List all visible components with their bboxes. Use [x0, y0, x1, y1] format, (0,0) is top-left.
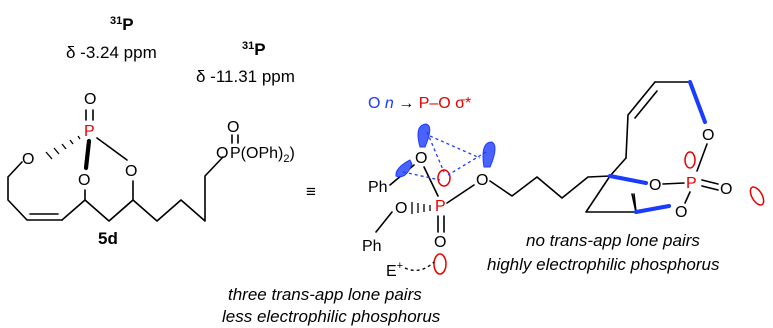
nucleus-mass: 31 — [242, 40, 254, 52]
atom-oxygen: O — [415, 150, 427, 167]
chemical-shift-left: δ -3.24 ppm — [66, 43, 157, 62]
lone-pair-lobe — [417, 123, 431, 148]
atom-oxygen: O — [675, 204, 687, 221]
atom-oxygen: O — [476, 172, 488, 189]
phosphate-group: P(OPh)2) — [230, 145, 295, 165]
compound-label: 5d — [98, 229, 118, 248]
bicyclic-structure: O O O P O — [585, 80, 765, 221]
atom-phosphorus: P — [84, 123, 95, 140]
atom-oxygen: O — [216, 145, 228, 162]
atom-oxygen: O — [78, 172, 90, 189]
atom-oxygen: O — [649, 177, 661, 194]
caption-left-line2: less electrophilic phosphorus — [222, 307, 441, 326]
atom-oxygen: O — [84, 91, 96, 108]
trans-app-structure: O n → P–O σ* P O E+ O Ph O — [362, 95, 611, 280]
atom-phosphorus: P — [686, 175, 697, 192]
lone-pair-lobe — [482, 141, 496, 168]
chemical-shift-right: δ -11.31 ppm — [196, 67, 295, 86]
atom-oxygen: O — [125, 163, 137, 180]
lone-pair-lobe — [395, 159, 413, 178]
hashed-bond — [411, 202, 431, 214]
lone-pair-lobe — [749, 186, 765, 206]
svg-text:31P: 31P — [242, 40, 266, 59]
nmr-label-right: 31P δ -11.31 ppm — [196, 40, 295, 86]
nucleus-symbol: P — [254, 40, 265, 59]
sigma-star-lobe — [437, 169, 451, 187]
atom-phosphorus: P — [435, 198, 446, 215]
structure-5d: O P O O O O P(OPh)2) O 5d — [7, 91, 295, 248]
svg-text:31P: 31P — [110, 15, 134, 34]
atom-oxygen: O — [395, 200, 407, 217]
nucleus-mass: 31 — [110, 15, 122, 27]
atom-oxygen: O — [434, 234, 446, 251]
lone-pair-lobe — [684, 151, 696, 169]
lone-pair-lobe — [433, 253, 447, 275]
nmr-label-left: 31P δ -3.24 ppm — [66, 15, 157, 62]
atom-oxygen: O — [227, 119, 239, 136]
equivalence-symbol: ≡ — [306, 182, 316, 201]
atom-oxygen: O — [702, 127, 714, 144]
atom-oxygen: O — [22, 151, 34, 168]
caption-right-line2: highly electrophilic phosphorus — [487, 255, 720, 274]
nucleus-symbol: P — [122, 15, 133, 34]
electrophile: E+ — [386, 260, 403, 280]
orbital-annotation: O n → P–O σ* — [368, 95, 471, 112]
caption-right-line1: no trans-app lone pairs — [526, 231, 700, 250]
phenyl-group: Ph — [362, 238, 382, 255]
atom-oxygen: O — [720, 181, 732, 198]
phenyl-group: Ph — [368, 179, 388, 196]
caption-left-line1: three trans-app lone pairs — [228, 285, 422, 304]
hashed-bond — [45, 135, 81, 160]
